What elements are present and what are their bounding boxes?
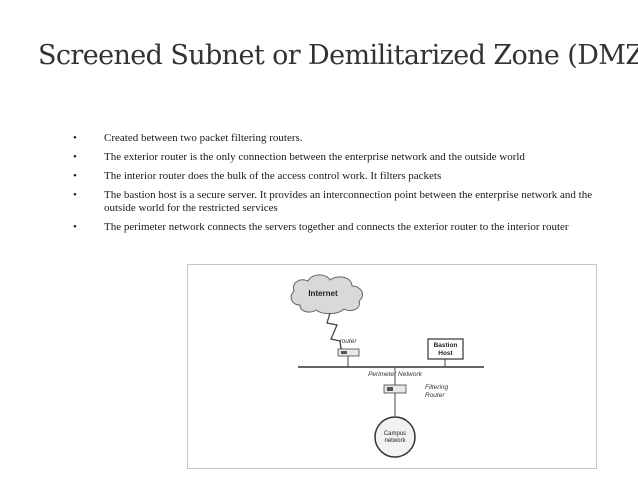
- campus-label-line1: Campus: [384, 431, 406, 437]
- internet-cloud-icon: [290, 274, 363, 315]
- bullet-text: The bastion host is a secure server. It …: [104, 189, 593, 214]
- bullet-dot: •: [73, 170, 77, 182]
- bullet-list: • Created between two packet filtering ro…: [73, 132, 593, 240]
- bullet-dot: •: [73, 221, 77, 233]
- campus-network-circle: [374, 416, 416, 458]
- internet-label: Internet: [308, 289, 338, 298]
- diagram-canvas: Internet router Bastion Host Perimeter N…: [290, 274, 484, 458]
- bastion-label-line2: Host: [438, 350, 453, 357]
- bullet-dot: •: [73, 132, 77, 144]
- dmz-diagram: Internet router Bastion Host Perimeter N…: [187, 264, 597, 469]
- campus-label-line2: network: [384, 438, 406, 444]
- bullet-item: • Created between two packet filtering ro…: [73, 132, 593, 145]
- bullet-item: • The interior router does the bulk of th…: [73, 170, 593, 183]
- filtering-router-icon: [383, 384, 407, 394]
- bullet-text: The perimeter network connects the serve…: [104, 221, 569, 233]
- filtering-label-line2: Router: [425, 392, 445, 399]
- bastion-label-line1: Bastion: [434, 342, 458, 349]
- bullet-text: Created between two packet filtering rou…: [104, 132, 303, 144]
- bullet-dot: •: [73, 151, 77, 163]
- filtering-label-line1: Filtering: [425, 384, 449, 391]
- slide-title: Screened Subnet or Demilitarized Zone (D…: [38, 40, 638, 71]
- bullet-text: The exterior router is the only connecti…: [104, 151, 525, 163]
- bullet-text: The interior router does the bulk of the…: [104, 170, 442, 182]
- bullet-dot: •: [73, 189, 77, 201]
- wan-link-lightning: [326, 312, 342, 350]
- bullet-item: • The bastion host is a secure server. It…: [73, 189, 593, 215]
- bullet-item: • The perimeter network connects the serv…: [73, 221, 593, 234]
- exterior-router-icon: [337, 348, 360, 357]
- bullet-item: • The exterior router is the only connect…: [73, 151, 593, 164]
- router-label: router: [340, 338, 358, 345]
